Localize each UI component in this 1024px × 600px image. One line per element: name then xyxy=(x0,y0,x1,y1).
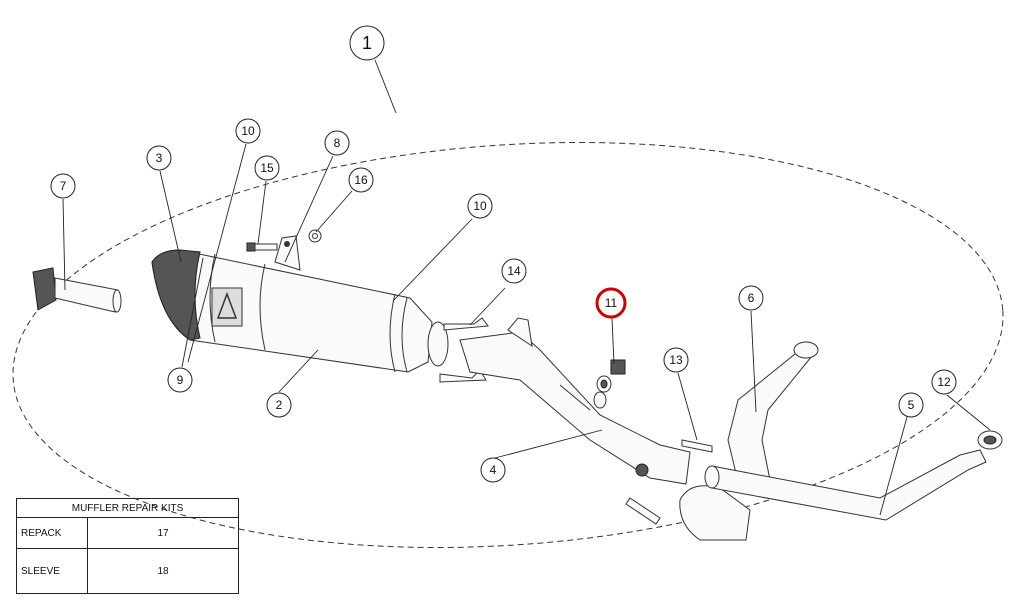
leader-lines xyxy=(62,59,991,516)
svg-text:14: 14 xyxy=(507,264,521,278)
callout-2: 2 xyxy=(266,392,292,418)
assembly-boundary xyxy=(12,142,1004,548)
part-8-bracket xyxy=(274,235,301,271)
repair-kits-header-row: MUFFLER REPAIR KITS xyxy=(16,498,239,518)
svg-text:16: 16 xyxy=(354,173,368,187)
part-15-bolt xyxy=(246,242,278,252)
callout-5: 5 xyxy=(898,392,924,418)
callout-10-upper-left: 10 xyxy=(235,118,261,144)
callout-14: 14 xyxy=(501,258,527,284)
kit-label-sleeve: SLEEVE xyxy=(16,548,88,594)
part-13-springs xyxy=(625,439,713,525)
kit-value-repack: 17 xyxy=(87,517,239,549)
svg-text:6: 6 xyxy=(748,291,755,305)
svg-text:7: 7 xyxy=(60,179,67,193)
svg-text:5: 5 xyxy=(908,398,915,412)
svg-text:2: 2 xyxy=(276,398,283,412)
part-4-link-pipe xyxy=(459,317,691,485)
svg-text:11: 11 xyxy=(605,296,618,310)
svg-text:3: 3 xyxy=(156,151,163,165)
callout-11-highlighted[interactable]: 11 xyxy=(595,287,627,319)
part-16-nut xyxy=(308,229,322,243)
svg-text:4: 4 xyxy=(490,463,497,477)
part-5-front-pipe xyxy=(704,449,987,521)
callout-16: 16 xyxy=(348,167,374,193)
callout-3: 3 xyxy=(146,145,172,171)
part-14-clamps xyxy=(439,317,489,383)
callout-1: 1 xyxy=(349,25,385,61)
part-2-muffler xyxy=(151,249,449,373)
repair-kit-row-repack: REPACK 17 xyxy=(16,517,239,549)
svg-text:10: 10 xyxy=(473,199,487,213)
svg-text:9: 9 xyxy=(177,373,184,387)
part-12-clamp xyxy=(977,430,1003,450)
callout-13: 13 xyxy=(663,347,689,373)
svg-text:15: 15 xyxy=(260,161,274,175)
svg-text:1: 1 xyxy=(362,33,372,53)
svg-text:12: 12 xyxy=(937,375,951,389)
callout-7: 7 xyxy=(50,173,76,199)
callout-8: 8 xyxy=(324,130,350,156)
kit-value-sleeve: 18 xyxy=(87,548,239,594)
callout-12: 12 xyxy=(931,369,957,395)
kit-label-repack: REPACK xyxy=(16,517,88,549)
callout-10-right: 10 xyxy=(467,193,493,219)
part-11-gasket xyxy=(596,359,626,393)
repair-kit-row-sleeve: SLEEVE 18 xyxy=(16,548,239,594)
svg-text:10: 10 xyxy=(241,124,255,138)
svg-text:13: 13 xyxy=(669,353,683,367)
part-6-header xyxy=(679,341,819,541)
repair-kits-title: MUFFLER REPAIR KITS xyxy=(16,498,239,518)
callout-6: 6 xyxy=(738,285,764,311)
svg-text:8: 8 xyxy=(334,136,341,150)
repair-kits-table: MUFFLER REPAIR KITS REPACK 17 SLEEVE 18 xyxy=(16,498,239,594)
callout-9: 9 xyxy=(167,367,193,393)
callout-15: 15 xyxy=(254,155,280,181)
part-7-end-cap xyxy=(32,267,122,313)
callout-4: 4 xyxy=(480,457,506,483)
